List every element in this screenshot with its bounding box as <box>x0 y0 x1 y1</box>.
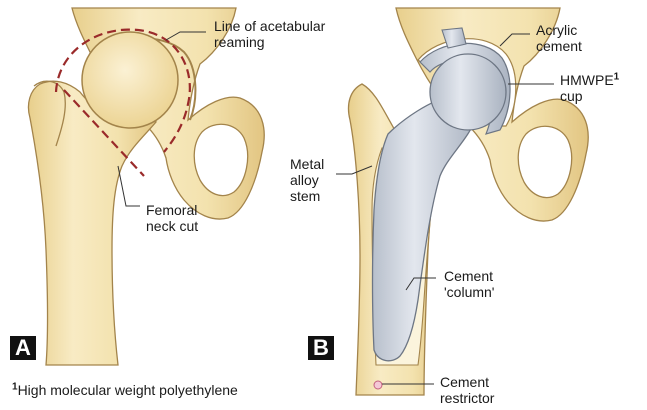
label-metal-stem: Metal alloy stem <box>290 156 324 204</box>
label-cement-restrictor: Cement restrictor <box>440 374 494 406</box>
prosthetic-head <box>430 54 506 130</box>
label-acrylic-cement: Acrylic cement <box>536 22 582 54</box>
femoral-head-a <box>82 32 178 128</box>
footnote-text: High molecular weight polyethylene <box>18 382 238 398</box>
panel-letter-b: B <box>308 336 334 360</box>
leader-neck-cut <box>118 166 140 206</box>
cup-footnote-marker: 1 <box>614 71 620 82</box>
footnote: 1High molecular weight polyethylene <box>12 382 238 398</box>
cement-restrictor <box>374 381 382 389</box>
label-cement-column: Cement 'column' <box>444 268 494 300</box>
label-hmwpe-cup: HMWPE1 cup <box>560 72 619 104</box>
label-reaming: Line of acetabular reaming <box>214 18 325 50</box>
panel-b <box>336 8 588 395</box>
panel-a <box>28 8 264 365</box>
panel-letter-a: A <box>10 336 36 360</box>
label-neck-cut: Femoral neck cut <box>146 202 198 234</box>
